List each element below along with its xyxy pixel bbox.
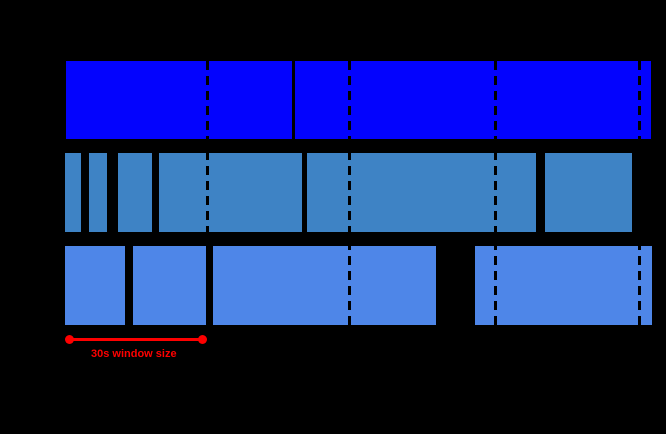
window-boundary-dashed-line bbox=[206, 61, 209, 325]
window-boundary-dashed-line bbox=[348, 61, 351, 325]
session-bar-row-middle bbox=[89, 153, 107, 232]
window-size-arrow bbox=[69, 338, 203, 341]
session-bar-row-bottom bbox=[213, 246, 436, 325]
session-bar-row-bottom bbox=[133, 246, 206, 325]
session-bar-row-middle bbox=[65, 153, 81, 232]
arrow-left-endpoint-dot bbox=[65, 335, 74, 344]
arrow-right-endpoint-dot bbox=[198, 335, 207, 344]
session-bar-row-middle bbox=[118, 153, 152, 232]
window-boundary-dashed-line bbox=[638, 61, 641, 325]
session-bar-row-middle bbox=[307, 153, 536, 232]
session-bar-row-middle bbox=[159, 153, 302, 232]
session-bar-row-top bbox=[66, 61, 292, 139]
session-bar-row-top bbox=[295, 61, 651, 139]
session-bar-row-middle bbox=[545, 153, 632, 232]
session-bar-row-bottom bbox=[65, 246, 125, 325]
window-boundary-dashed-line bbox=[494, 61, 497, 325]
window-size-label: 30s window size bbox=[91, 348, 177, 360]
session-bar-row-bottom bbox=[475, 246, 652, 325]
